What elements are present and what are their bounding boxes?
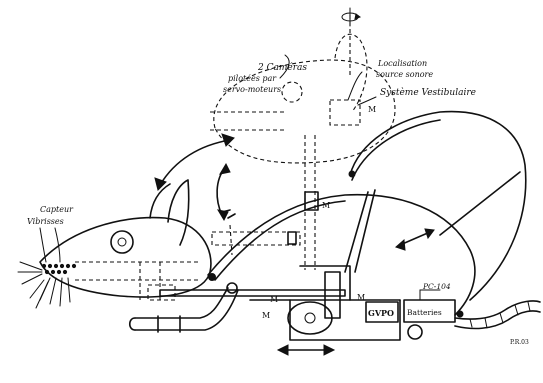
leader-lines	[40, 55, 376, 262]
cameras-label-line1: 2 Caméras	[257, 62, 307, 73]
motor-label-base: M	[357, 293, 365, 302]
rotation-icon	[342, 8, 360, 26]
motor-label-leg-1: M	[270, 295, 278, 304]
lower-head	[18, 180, 211, 308]
cameras-label-line3: servo-moteurs	[223, 85, 281, 94]
gvpo-label: GVPO	[368, 308, 394, 318]
base-platform	[160, 266, 455, 340]
motor-label-vestibular: M	[368, 105, 376, 114]
cameras-label-line2: pilotées par	[228, 74, 277, 83]
capteur-label-line2: Vibrisses	[27, 217, 64, 226]
capteur-label-line1: Capteur	[40, 205, 74, 214]
pc104-label: PC-104	[422, 282, 451, 291]
localisation-label-line2: source sonore	[376, 70, 433, 79]
upper-head-dashed	[210, 15, 395, 270]
whisker-dots	[42, 264, 75, 273]
localisation-label-line1: Localisation	[377, 59, 427, 68]
body-frame	[208, 112, 526, 317]
tail	[455, 301, 540, 329]
vestibulaire-label: Système Vestibulaire	[380, 87, 476, 98]
motor-label-neck: M	[322, 201, 330, 210]
batteries-label: Batteries	[407, 308, 442, 317]
signature: P.R.03	[510, 339, 529, 346]
motor-label-leg-2: M	[262, 311, 270, 320]
